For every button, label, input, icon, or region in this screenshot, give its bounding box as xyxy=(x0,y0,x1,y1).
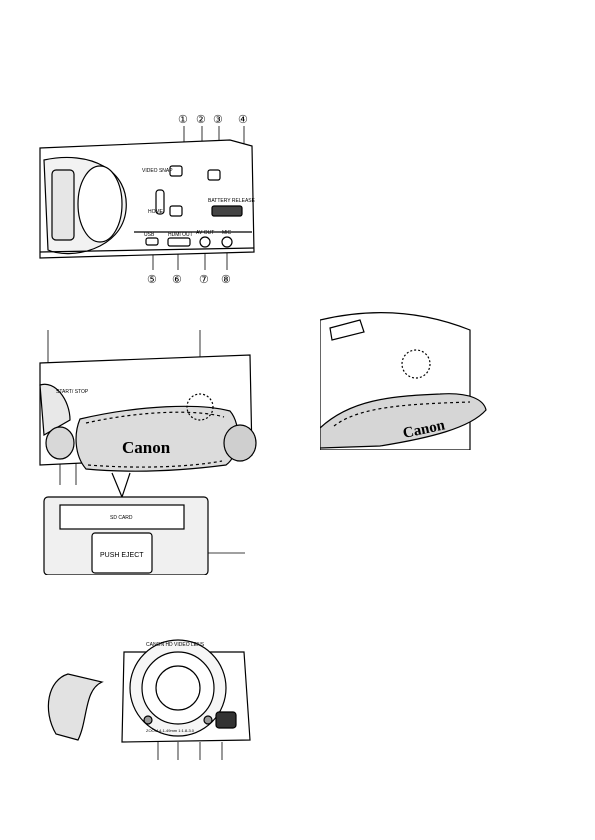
grip-brand-logo: Canon xyxy=(122,438,171,457)
camcorder-side-panel-figure: ① ② ③ ④ VIDEO SNAP HOME BATTERY RELEASE … xyxy=(39,114,256,286)
usb-label: USB xyxy=(144,232,155,238)
start-stop-label: START/ STOP xyxy=(56,389,89,395)
camcorder-grip-belt-figure: START/ STOP Canon SD CARD PUSH EJECT xyxy=(39,330,257,575)
zoom-spec-text: ZOOM 4.1-49mm 1:1.8-3.0 xyxy=(146,728,195,733)
callout-1: ① xyxy=(178,114,188,126)
sd-card-slot-label: SD CARD xyxy=(110,515,133,521)
callout-3: ③ xyxy=(213,114,223,126)
callout-8: ⑧ xyxy=(221,274,231,286)
hdmi-out-label: HDMI OUT xyxy=(168,232,193,238)
av-out-label: AV OUT xyxy=(196,230,214,236)
grip-strap-closeup-figure: Canon xyxy=(320,311,487,450)
push-eject-label: PUSH EJECT xyxy=(100,552,144,559)
camcorder-front-lens-figure: CANON HD VIDEO LENS ZOOM 4.1-49mm 1:1.8-… xyxy=(47,639,251,760)
mic-label: MIC xyxy=(222,230,232,236)
battery-release-label: BATTERY RELEASE xyxy=(208,198,256,204)
video-snap-label: VIDEO SNAP xyxy=(142,168,173,174)
callout-6: ⑥ xyxy=(172,274,182,286)
home-label: HOME xyxy=(148,209,164,215)
callout-4: ④ xyxy=(238,114,248,126)
lens-ring-text: CANON HD VIDEO LENS xyxy=(146,642,205,648)
callout-7: ⑦ xyxy=(199,274,209,286)
callout-5: ⑤ xyxy=(147,274,157,286)
callout-2: ② xyxy=(196,114,206,126)
